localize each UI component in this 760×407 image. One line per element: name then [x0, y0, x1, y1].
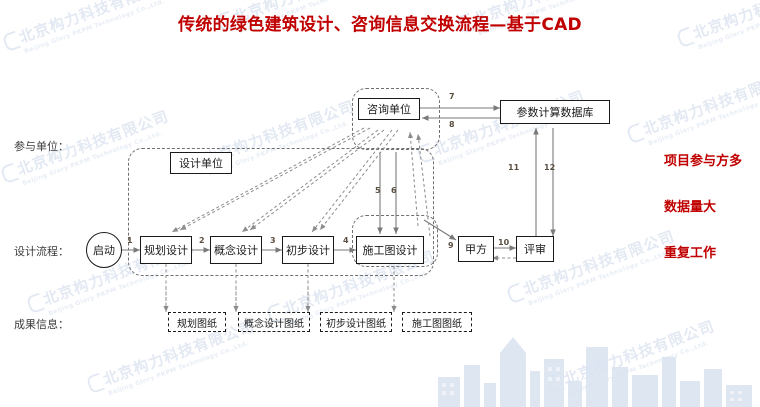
- node-preliminary-design[interactable]: 初步设计: [282, 236, 334, 264]
- node-parameter-database[interactable]: 参数计算数据库: [500, 100, 610, 124]
- flow-number-2: 2: [199, 236, 205, 245]
- callout-repeat-work: 重复工作: [664, 246, 717, 261]
- flow-number-4: 4: [343, 236, 349, 245]
- node-consulting-unit[interactable]: 咨询单位: [358, 98, 420, 120]
- page-title: 传统的绿色建筑设计、咨询信息交换流程—基于CAD: [178, 15, 582, 35]
- flow-number-8: 8: [449, 120, 455, 129]
- flow-number-12: 12: [544, 163, 556, 172]
- flow-number-10: 10: [498, 238, 510, 247]
- flow-number-9: 9: [448, 241, 454, 250]
- construction-drawing-group: [352, 215, 438, 267]
- doc-preliminary-design-drawings[interactable]: 初步设计图纸: [320, 312, 392, 332]
- flow-number-6: 6: [391, 186, 397, 195]
- node-start[interactable]: 启动: [86, 232, 122, 268]
- node-design-unit-label[interactable]: 设计单位: [170, 152, 232, 174]
- flow-number-11: 11: [508, 163, 520, 172]
- city-skyline-watermark: [438, 337, 752, 407]
- node-owner[interactable]: 甲方: [458, 236, 494, 262]
- callout-many-participants: 项目参与方多: [664, 154, 743, 169]
- flow-number-3: 3: [270, 236, 276, 245]
- participants-row-label: 参与单位：: [14, 140, 69, 153]
- node-review[interactable]: 评审: [516, 236, 554, 262]
- flow-number-1: 1: [127, 236, 133, 245]
- node-planning-design[interactable]: 规划设计: [140, 236, 192, 264]
- doc-construction-drawings[interactable]: 施工图图纸: [402, 312, 472, 332]
- design-unit-group: [128, 148, 434, 276]
- design-process-row-label: 设计流程：: [14, 245, 69, 258]
- consulting-unit-group: [352, 88, 440, 150]
- doc-concept-design-drawings[interactable]: 概念设计图纸: [238, 312, 310, 332]
- doc-planning-drawings[interactable]: 规划图纸: [168, 312, 226, 332]
- node-construction-drawing-design[interactable]: 施工图设计: [356, 236, 424, 264]
- flow-number-7: 7: [449, 92, 455, 101]
- flow-number-5: 5: [375, 186, 381, 195]
- deliverables-row-label: 成果信息：: [14, 318, 69, 331]
- callout-large-data: 数据量大: [664, 200, 717, 215]
- node-concept-design[interactable]: 概念设计: [210, 236, 262, 264]
